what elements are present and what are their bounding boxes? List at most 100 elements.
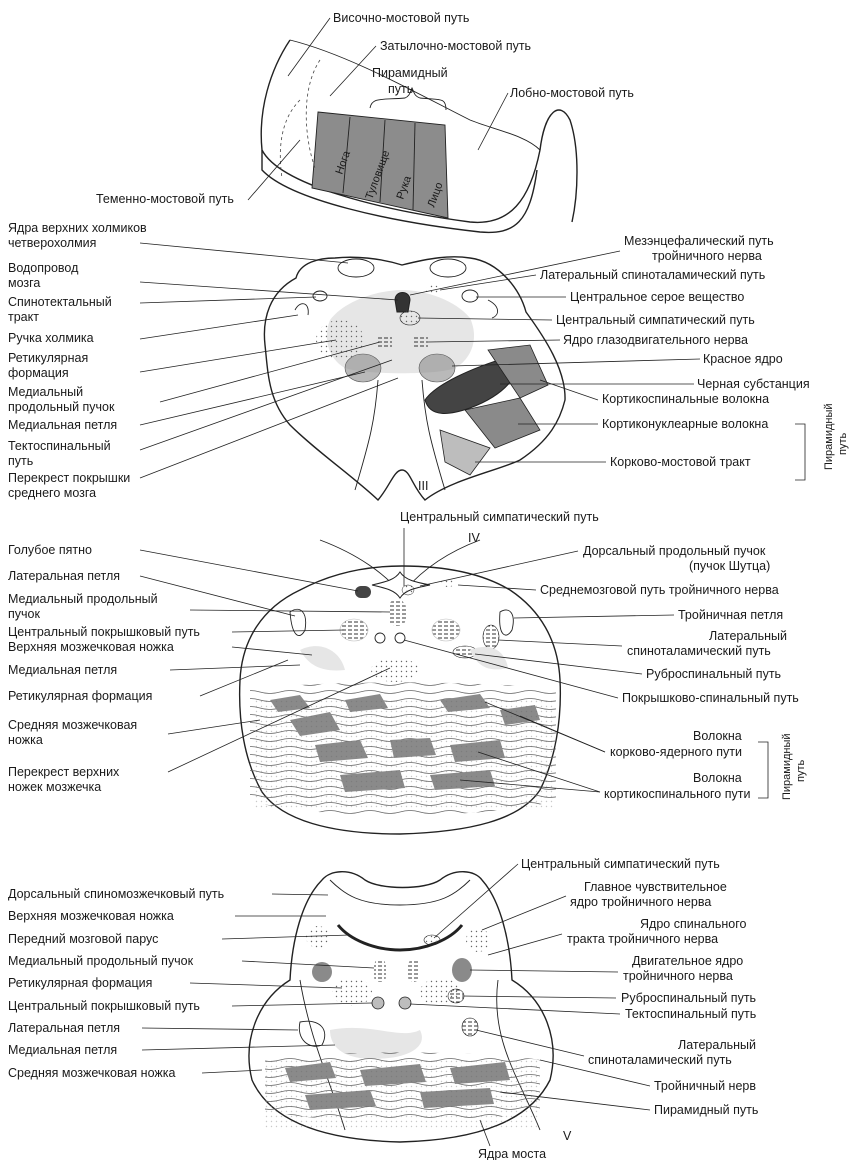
up-central-tegmental-right — [432, 619, 460, 641]
up-label-mcp-1: Средняя мозжечковая — [8, 718, 137, 732]
parietopontine-label: Теменно-мостовой путь — [96, 192, 234, 206]
superior-colliculus-left — [338, 259, 374, 277]
up-label-trigeminal-lemniscus: Тройничная петля — [678, 608, 783, 622]
lp-label-medial-lemniscus: Медиальная петля — [8, 1043, 117, 1057]
up-label-corticonuclear-2: корково-ядерного пути — [610, 745, 742, 759]
up-pyramidal-bracket-label-1: Пирамидный — [781, 733, 793, 800]
mb-label-lat-spinothalamic: Латеральный спиноталамический путь — [540, 268, 765, 282]
mb-pyramidal-bracket-label-1: Пирамидный — [823, 403, 835, 470]
nerve-iii-label: III — [418, 479, 428, 493]
mb-label-central-sympathetic: Центральный симпатический путь — [556, 313, 755, 327]
mb-label-spinotectal-2: тракт — [8, 310, 39, 324]
frontopontine-label: Лобно-мостовой путь — [510, 86, 634, 100]
up-label-spinothalamic-2: спиноталамический путь — [627, 644, 771, 658]
mb-label-mlf-1: Медиальный — [8, 385, 83, 399]
upper-pons-diagram: Центральный симпатический путь IV Голубо… — [8, 510, 807, 834]
lp-label-reticular: Ретикулярная формация — [8, 976, 152, 990]
spinotectal-tract — [313, 291, 327, 301]
lp-label-rubrospinal: Руброспинальный путь — [621, 991, 756, 1005]
lp-tectospinal — [399, 997, 411, 1009]
locus-coeruleus — [355, 586, 371, 598]
crus-diagram: Нога Туловище Рука Лицо Височно-мостовой… — [96, 11, 634, 232]
lp-lat-spinothalamic — [462, 1018, 478, 1036]
reticular-formation-mb — [316, 320, 364, 360]
up-label-dorsal-longitudinal-2: (пучок Шутца) — [689, 559, 770, 573]
lp-label-spinothalamic-1: Латеральный — [678, 1038, 756, 1052]
up-pyramidal-bracket — [758, 742, 768, 798]
superior-medullary-velum — [330, 880, 470, 905]
lp-label-spinal-nucleus-2: тракта тройничного нерва — [567, 932, 718, 946]
mb-label-reticular-2: формация — [8, 366, 69, 380]
mb-label-decussation-1: Перекрест покрышки — [8, 471, 130, 485]
mb-label-decussation-2: среднего мозга — [8, 486, 96, 500]
mb-label-central-gray: Центральное серое вещество — [570, 290, 744, 304]
lp-central-tegmental — [372, 997, 384, 1009]
mb-label-mesencephalic-2: тройничного нерва — [652, 249, 762, 263]
lp-label-mcp: Средняя мозжечковая ножка — [8, 1066, 175, 1080]
lp-pontine-nuclei — [265, 1060, 540, 1130]
up-label-reticular: Ретикулярная формация — [8, 689, 152, 703]
oculomotor-nucleus-right — [414, 335, 428, 349]
lp-rubrospinal — [448, 989, 464, 1003]
lp-label-spinal-nucleus-1: Ядро спинального — [640, 917, 746, 931]
lp-dorsal-spinocerebellar — [306, 926, 330, 948]
lp-label-pyramidal: Пирамидный путь — [654, 1103, 758, 1117]
corticopontine-tract — [440, 430, 490, 475]
up-lat-spinothalamic — [483, 625, 499, 649]
mb-label-brachium: Ручка холмика — [8, 331, 94, 345]
up-label-medial-lemniscus: Медиальная петля — [8, 663, 117, 677]
oculomotor-fibers-left — [355, 380, 378, 490]
up-label-corticospinal-1: Волокна — [693, 771, 742, 785]
mb-pyramidal-bracket — [795, 424, 805, 480]
up-label-spinothalamic-1: Латеральный — [709, 629, 787, 643]
up-lateral-lemniscus-left — [290, 609, 306, 635]
lp-label-spinothalamic-2: спиноталамический путь — [588, 1053, 732, 1067]
lp-label-tectospinal: Тектоспинальный путь — [625, 1007, 756, 1021]
up-label-lateral-lemniscus: Латеральная петля — [8, 569, 120, 583]
mb-label-oculomotor-nucleus: Ядро глазодвигательного нерва — [563, 333, 748, 347]
mb-pyramidal-bracket-label-2: путь — [837, 433, 849, 455]
mb-label-aqueduct-1: Водопровод — [8, 261, 79, 275]
up-label-rubrospinal: Руброспинальный путь — [646, 667, 781, 681]
pyramidal-label-l1: Пирамидный — [372, 66, 448, 80]
up-label-central-tegmental: Центральный покрышковый путь — [8, 625, 200, 639]
mb-label-spinotectal-1: Спинотектальный — [8, 295, 112, 309]
up-label-corticospinal-2: кортикоспинального пути — [604, 787, 750, 801]
lp-label-anterior-velum: Передний мозговой парус — [8, 932, 158, 946]
midbrain-diagram: III Ядра верхних холмиков четверохолмия … — [8, 221, 849, 500]
up-label-mlf-1: Медиальный продольный — [8, 592, 158, 606]
lp-label-central-sympathetic: Центральный симпатический путь — [521, 857, 720, 871]
up-tectospinal-left — [375, 633, 385, 643]
lp-mlf-right — [408, 960, 420, 982]
lp-label-principal-sensory-2: ядро тройничного нерва — [570, 895, 711, 909]
mb-label-superior-colliculi-1: Ядра верхних холмиков — [8, 221, 147, 235]
up-label-mcp-2: ножка — [8, 733, 43, 747]
lower-pons-diagram: V Ядра моста Дорсальный спиномозжечковый… — [8, 857, 758, 1160]
central-gray-marker — [462, 290, 478, 302]
pyramidal-label-l2: путь — [388, 82, 413, 96]
central-sympathetic-tract — [400, 311, 420, 325]
nerve-iv-label: IV — [468, 531, 480, 545]
up-decussation — [371, 658, 419, 682]
fourth-ventricle — [372, 572, 430, 598]
up-tectospinal-right — [395, 633, 405, 643]
mb-label-corticospinal: Кортикоспинальные волокна — [602, 392, 769, 406]
up-label-mlf-2: пучок — [8, 607, 40, 621]
lp-lateral-lemniscus — [299, 1021, 324, 1046]
brachium-right — [488, 300, 498, 318]
mb-label-mlf-2: продольный пучок — [8, 400, 115, 414]
up-label-locus-coeruleus: Голубое пятно — [8, 543, 92, 557]
aqueduct — [395, 293, 410, 313]
lp-label-sup-cerebellar-peduncle: Верхняя мозжечковая ножка — [8, 909, 174, 923]
up-label-decussation-1: Перекрест верхних — [8, 765, 120, 779]
lp-label-motor-nucleus-2: тройничного нерва — [623, 969, 733, 983]
parietal-border — [280, 100, 300, 178]
lp-pontine-nuclei-label: Ядра моста — [478, 1147, 546, 1160]
mb-label-corticonuclear: Кортиконуклеарные волокна — [602, 417, 768, 431]
up-pontine-nuclei — [255, 700, 555, 810]
lp-label-lateral-lemniscus: Латеральная петля — [8, 1021, 120, 1035]
up-central-tegmental-left — [340, 619, 368, 641]
up-top-sympathetic-label: Центральный симпатический путь — [400, 510, 599, 524]
mb-label-tectospinal-2: путь — [8, 454, 33, 468]
lp-mlf-left — [374, 960, 386, 982]
